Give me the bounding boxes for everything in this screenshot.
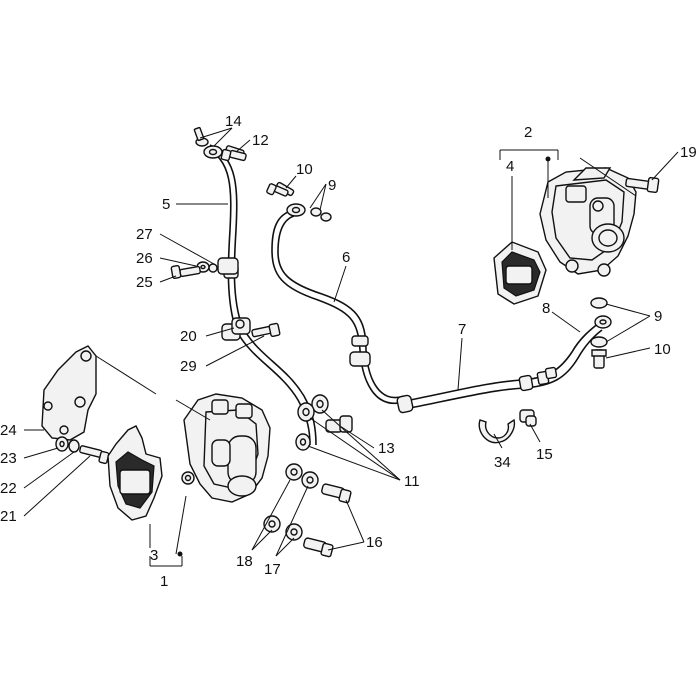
- callout-29: 29: [180, 358, 197, 375]
- callout-13: 13: [378, 440, 395, 457]
- callout-labels: 14 12 10 9 5 27 26 25 6 20 29 7 8 9 10 1…: [0, 113, 697, 590]
- callout-21: 21: [0, 508, 17, 525]
- brake-pads-3: [107, 425, 163, 521]
- callout-24: 24: [0, 422, 17, 439]
- callout-4: 4: [506, 158, 514, 175]
- callout-16: 16: [366, 534, 383, 551]
- washer-23: [55, 436, 69, 452]
- callout-10-top: 10: [296, 161, 313, 178]
- callout-5: 5: [162, 196, 170, 213]
- callout-20: 20: [180, 328, 197, 345]
- banjo-fitting-right: [590, 297, 612, 369]
- caliper-bracket-24: [41, 345, 97, 441]
- reference-dot-1: [177, 551, 183, 557]
- circlip-34: [478, 418, 516, 444]
- callout-23: 23: [0, 450, 17, 467]
- callout-18: 18: [236, 553, 253, 570]
- bolt-29: [251, 322, 281, 338]
- washers-18: [263, 463, 303, 533]
- banjo-bolt-13: [325, 415, 353, 433]
- callout-1: 1: [160, 573, 168, 590]
- bolt-21: [79, 445, 110, 465]
- brake-hose-7: [409, 321, 603, 409]
- callout-10-right: 10: [654, 341, 671, 358]
- callout-9-top: 9: [328, 177, 336, 194]
- callout-14: 14: [225, 113, 242, 130]
- washer-22: [68, 439, 80, 453]
- hose-fitting: [221, 265, 558, 414]
- callout-12: 12: [252, 132, 269, 149]
- callout-9-right: 9: [654, 308, 662, 325]
- hose-clamp-27: [208, 257, 239, 275]
- hose-clamp-20: [231, 317, 251, 335]
- callout-7: 7: [458, 321, 466, 338]
- callout-19: 19: [680, 144, 697, 161]
- callout-8: 8: [542, 300, 550, 317]
- clip-15: [519, 409, 537, 427]
- front-caliper-body: [181, 393, 271, 503]
- callout-27: 27: [136, 226, 153, 243]
- callout-34: 34: [494, 454, 511, 471]
- callout-6: 6: [342, 249, 350, 266]
- callout-15: 15: [536, 446, 553, 463]
- callout-2: 2: [524, 124, 532, 141]
- callout-3: 3: [150, 547, 158, 564]
- reference-dot-2: [545, 156, 551, 162]
- bolt-12: [220, 148, 247, 162]
- bolt-10-top: [266, 183, 289, 197]
- callout-17: 17: [264, 561, 281, 578]
- bolt-25: [170, 265, 201, 279]
- brake-pads-4: [493, 241, 547, 305]
- callout-22: 22: [0, 480, 17, 497]
- rear-caliper-2: [539, 167, 637, 277]
- leader-lines: [23, 127, 679, 567]
- bolts-16: [303, 483, 352, 558]
- callout-25: 25: [136, 274, 153, 291]
- washer-11: [295, 394, 329, 451]
- callout-11: 11: [404, 473, 420, 490]
- callout-26: 26: [136, 250, 153, 267]
- brake-hose-6: [271, 209, 405, 405]
- washers-17: [285, 471, 319, 541]
